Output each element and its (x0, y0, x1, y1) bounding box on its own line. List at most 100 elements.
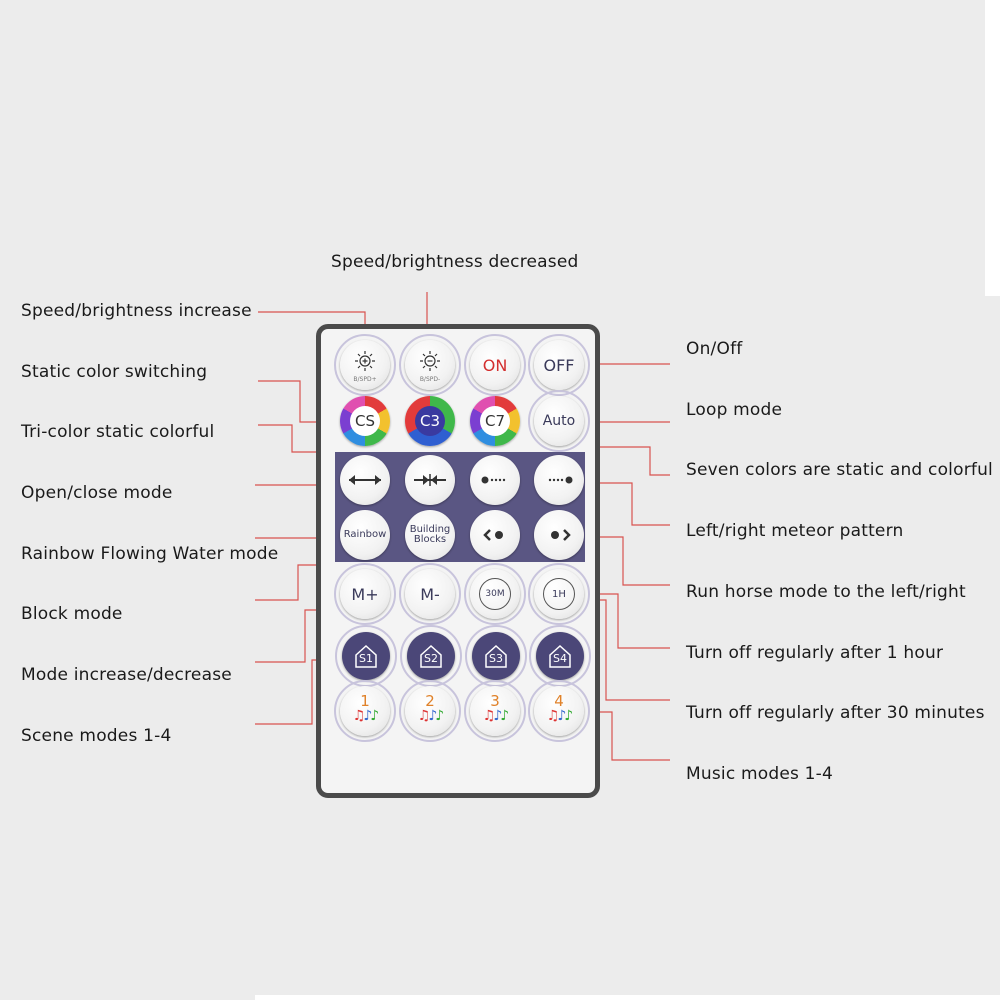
scene-1-label: S1 (359, 652, 373, 665)
button-ring (399, 563, 461, 625)
rainbow-label: Rainbow (343, 529, 387, 540)
house-icon: S3 (483, 643, 509, 669)
music-1-button[interactable]: 1 ♫♪♪ (340, 686, 390, 736)
scene-2-button[interactable]: S2 (407, 632, 455, 680)
label-block: Block mode (21, 604, 123, 624)
button-ring (528, 390, 590, 452)
label-run-horse: Run horse mode to the left/right (686, 582, 966, 602)
auto-button[interactable]: Auto (534, 396, 584, 446)
timer-30m-label: 30M (485, 589, 505, 599)
horse-right-icon (551, 529, 571, 541)
mode-minus-button[interactable]: M- (405, 569, 455, 619)
label-off-30m: Turn off regularly after 30 minutes (686, 703, 985, 723)
house-icon: S2 (418, 643, 444, 669)
brightness-down-sub: B/SPD- (419, 376, 441, 383)
open-button[interactable] (340, 455, 390, 505)
music-notes-icon: ♫♪♪ (546, 708, 573, 724)
label-seven-colors: Seven colors are static and colorful (686, 460, 993, 480)
timer-1h-label: 1H (552, 588, 566, 600)
music-1-label: 1 (360, 692, 370, 710)
c7-label: C7 (480, 406, 510, 436)
off-label: OFF (543, 355, 575, 375)
label-off-1h: Turn off regularly after 1 hour (686, 643, 944, 663)
music-3-label: 3 (490, 692, 500, 710)
brightness-down-button[interactable]: B/SPD- (405, 340, 455, 390)
label-mode-inc-dec: Mode increase/decrease (21, 665, 232, 685)
on-label: ON (482, 355, 508, 375)
button-ring (334, 680, 396, 742)
rainbow-button[interactable]: Rainbow (340, 510, 390, 560)
button-ring (464, 563, 526, 625)
label-loop: Loop mode (686, 400, 783, 420)
music-2-button[interactable]: 2 ♫♪♪ (405, 686, 455, 736)
label-on-off: On/Off (686, 339, 743, 359)
button-ring (334, 334, 396, 396)
label-music: Music modes 1-4 (686, 764, 834, 784)
label-tri-color: Tri-color static colorful (21, 422, 215, 442)
button-ring (399, 680, 461, 742)
brightness-up-sub: B/SPD+ (353, 376, 377, 383)
horse-left-icon (483, 529, 503, 541)
scene-2-label: S2 (424, 652, 438, 665)
timer-30m-button[interactable]: 30M (470, 569, 520, 619)
cs-label: CS (350, 406, 380, 436)
music-3-button[interactable]: 3 ♫♪♪ (470, 686, 520, 736)
label-open-close: Open/close mode (21, 483, 173, 503)
button-ring (399, 334, 461, 396)
music-notes-icon: ♫♪♪ (482, 708, 509, 724)
label-meteor: Left/right meteor pattern (686, 521, 904, 541)
background-strip-bottom (255, 995, 1000, 1000)
timer-1h-icon: 1H (543, 578, 575, 610)
meteor-right-icon (548, 476, 573, 484)
arrows-in-icon (414, 474, 446, 486)
house-icon: S4 (547, 643, 573, 669)
cs-button[interactable]: CS (340, 396, 390, 446)
music-4-label: 4 (554, 692, 564, 710)
mode-plus-button[interactable]: M+ (340, 569, 390, 619)
building-label-2: Blocks (413, 534, 447, 545)
horse-left-button[interactable] (470, 510, 520, 560)
scene-4-button[interactable]: S4 (536, 632, 584, 680)
c3-button[interactable]: C3 (405, 396, 455, 446)
building-blocks-button[interactable]: Building Blocks (405, 510, 455, 560)
line-music (590, 711, 670, 761)
button-ring (464, 680, 526, 742)
scene-1-button[interactable]: S1 (342, 632, 390, 680)
scene-3-button[interactable]: S3 (472, 632, 520, 680)
house-icon: S1 (353, 643, 379, 669)
button-ring (528, 680, 590, 742)
music-notes-icon: ♫♪♪ (417, 708, 444, 724)
timer-30m-icon: 30M (479, 578, 511, 610)
arrows-out-icon (349, 475, 381, 485)
scene-4-label: S4 (553, 652, 567, 665)
m-minus-label: M- (420, 584, 440, 604)
brightness-up-button[interactable]: B/SPD+ (340, 340, 390, 390)
background-strip (985, 0, 1000, 296)
sun-minus-icon (420, 351, 440, 371)
auto-label: Auto (542, 413, 576, 429)
label-speed-decrease: Speed/brightness decreased (331, 252, 579, 272)
timer-1h-button[interactable]: 1H (534, 569, 584, 619)
meteor-left-button[interactable] (470, 455, 520, 505)
building-label-1: Building (409, 524, 451, 535)
c3-label: C3 (415, 406, 445, 436)
meteor-left-icon (481, 476, 506, 484)
c7-button[interactable]: C7 (470, 396, 520, 446)
button-ring (528, 563, 590, 625)
sun-plus-icon (355, 351, 375, 371)
button-ring (334, 563, 396, 625)
close-button[interactable] (405, 455, 455, 505)
line-meteor (582, 482, 670, 526)
music-notes-icon: ♫♪♪ (352, 708, 379, 724)
label-rainbow: Rainbow Flowing Water mode (21, 544, 279, 564)
off-button[interactable]: OFF (534, 340, 584, 390)
music-4-button[interactable]: 4 ♫♪♪ (534, 686, 584, 736)
horse-right-button[interactable] (534, 510, 584, 560)
music-2-label: 2 (425, 692, 435, 710)
scene-3-label: S3 (489, 652, 503, 665)
on-button[interactable]: ON (470, 340, 520, 390)
meteor-right-button[interactable] (534, 455, 584, 505)
label-speed-increase: Speed/brightness increase (21, 301, 252, 321)
line-run-horse (582, 536, 670, 586)
label-scene: Scene modes 1-4 (21, 726, 172, 746)
